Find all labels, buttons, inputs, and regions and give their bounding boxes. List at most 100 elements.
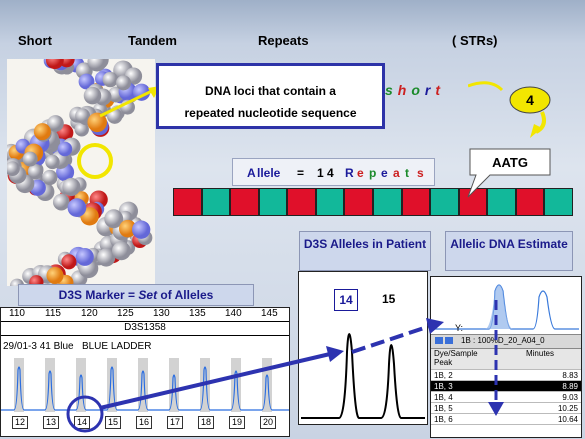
ladder-tick: 120 (81, 308, 98, 319)
short-letter: o (411, 82, 425, 98)
short-letter: s (385, 82, 398, 98)
title-repeats: Repeats (258, 33, 309, 48)
estimate-label: Allelic DNA Estimate (445, 231, 573, 271)
title-short: Short (18, 33, 52, 48)
marker-label-prefix: D3S Marker = (58, 288, 139, 302)
marker-label: D3S Marker = Set of Alleles (18, 284, 254, 306)
peak-table-header-minutes: Minutes (499, 349, 581, 370)
peak-sample: 1B, 5 (431, 402, 499, 414)
patient-allele-1: 14 (334, 289, 358, 311)
ladder-allele-number: 12 (12, 416, 28, 429)
ladder-tick: 145 (261, 308, 278, 319)
allele-llele: llele (257, 166, 281, 180)
ladder-info: 29/01-3 41 Blue BLUE LADDER (3, 341, 152, 352)
peak-minutes: 9.03 (499, 391, 581, 403)
dna-molecule-icon (7, 59, 155, 286)
ladder-allele-number: 17 (167, 416, 183, 429)
strand-block (430, 188, 459, 216)
ladder-allele-number: 13 (43, 416, 59, 429)
definition-line-1: DNA loci that contain a (205, 84, 336, 98)
strand-block (201, 188, 231, 216)
short-letter: r (424, 82, 436, 98)
patient-trace (301, 333, 425, 419)
aatg-callout: AATG (467, 148, 551, 198)
marker-label-suffix: of Alleles (157, 288, 214, 302)
allele-box: A llele = 1 4 R e p e a t s (232, 158, 435, 186)
peak-sample: 1B, 2 (431, 369, 499, 381)
definition-line-2: repeated nucleotide sequence (184, 106, 357, 120)
estimate-toolbar: 1B : 100%D_20_A04_0 (431, 334, 581, 349)
strand-block (373, 188, 402, 216)
peak-sample: 1B, 6 (431, 413, 499, 425)
short-word: short (385, 82, 445, 98)
rep-t: t (405, 166, 409, 180)
estimate-status: 1B : 100%D_20_A04_0 (461, 336, 545, 345)
marker-label-italic: Set (138, 288, 158, 302)
dna-strand (173, 188, 573, 216)
peak-table-header-sample: Dye/Sample Peak (431, 349, 499, 370)
short-letter: h (397, 82, 412, 98)
prev-icon[interactable] (435, 337, 443, 344)
patient-allele-2: 15 (382, 292, 396, 306)
strand-block (344, 188, 373, 216)
next-icon[interactable] (445, 337, 453, 344)
peak-sample: 1B, 4 (431, 391, 499, 403)
rep-a: a (393, 166, 400, 180)
strand-block (258, 188, 288, 216)
short-letter: t (435, 82, 446, 98)
ladder-allele-number: 19 (229, 416, 245, 429)
strand-block (230, 188, 259, 216)
rep-p: p (369, 166, 377, 180)
strand-block (487, 188, 516, 216)
badge-count: 4 (526, 92, 534, 108)
ladder-tick: 115 (45, 308, 61, 319)
ladder-allele-number: 18 (198, 416, 214, 429)
title-strs: ( STRs) (452, 33, 498, 48)
peak-minutes: 10.64 (499, 413, 581, 425)
rep-e1: e (357, 166, 364, 180)
rep-r: R (345, 166, 354, 180)
strand-block (515, 188, 545, 216)
allele-equals: = (297, 166, 305, 180)
ladder-panel: 110 115 120 125 130 135 140 145 D3S1358 29/01-3… (0, 307, 290, 437)
definition-box: DNA loci that contain a repeated nucleot… (156, 63, 385, 129)
patient-panel: 14 15 (298, 271, 428, 425)
ladder-tick: 125 (117, 308, 134, 319)
peak-sample: 1B, 3 (431, 380, 499, 392)
allele-a: A (247, 166, 256, 180)
strand-block (287, 188, 316, 216)
strand-block (544, 188, 573, 216)
patient-label: D3S Alleles in Patient (299, 231, 431, 271)
ladder-allele-number: 16 (136, 416, 152, 429)
strand-block (401, 188, 431, 216)
peak-minutes: 8.89 (499, 380, 581, 392)
estimate-panel: Y: 1B : 100%D_20_A04_0 Dye/Sample Peak M… (430, 276, 582, 438)
ladder-tick: 110 (9, 308, 25, 319)
ladder-tick: 130 (153, 308, 170, 319)
allele-count: 1 4 (317, 166, 334, 180)
estimate-trace (431, 277, 581, 333)
rep-s: s (417, 166, 424, 180)
ladder-allele-number: 15 (105, 416, 121, 429)
peak-minutes: 8.83 (499, 369, 581, 381)
ladder-tick: 140 (225, 308, 242, 319)
ladder-allele-number: 14 (74, 416, 90, 429)
repeat-count-badge: 4 (509, 86, 551, 138)
curve-arrow-icon (468, 81, 504, 92)
strand-block (315, 188, 345, 216)
ladder-tick: 135 (189, 308, 206, 319)
aatg-label: AATG (492, 155, 528, 170)
title-tandem: Tandem (128, 33, 177, 48)
estimate-y-label: Y: (455, 323, 464, 333)
rep-e2: e (381, 166, 388, 180)
strand-block (173, 188, 202, 216)
peak-minutes: 10.25 (499, 402, 581, 414)
ladder-allele-number: 20 (260, 416, 276, 429)
ladder-locus: D3S1358 (124, 322, 166, 333)
